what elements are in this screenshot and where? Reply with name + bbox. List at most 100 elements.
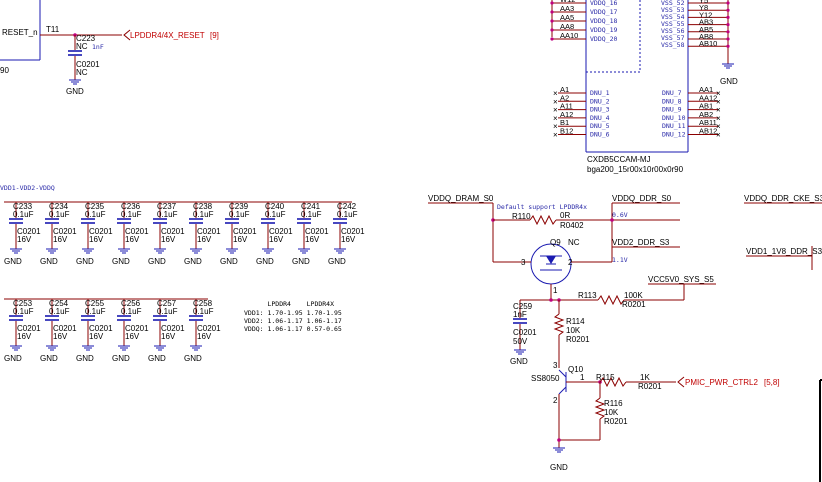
r115-ref: R115 xyxy=(596,373,615,382)
cap-voltage: 16V xyxy=(269,235,284,244)
junction xyxy=(550,1,554,5)
cap-ref: C253 xyxy=(13,299,33,308)
r113-ref: R113 xyxy=(578,291,597,300)
reset-port-label: LPDDR4/4X_RESET xyxy=(130,31,205,40)
junction xyxy=(610,218,614,222)
no-connect-icon: × xyxy=(553,114,558,123)
ic-pin-dnu-right: AA1 xyxy=(699,85,713,94)
cap-gnd-label: GND xyxy=(184,354,202,363)
cap-gnd-label: GND xyxy=(76,354,94,363)
left-cut-text: 90 xyxy=(0,66,9,75)
voltage-row-vdd1: VDD1: 1.70-1.95 1.70-1.95 xyxy=(244,309,342,317)
cap-package: C0201 xyxy=(161,324,185,333)
cap-voltage: 16V xyxy=(125,235,140,244)
r116-pkg: R0201 xyxy=(604,417,628,426)
cap-package: C0201 xyxy=(125,324,149,333)
cap-gnd-label: GND xyxy=(184,257,202,266)
r113-val: 100K xyxy=(624,291,643,300)
cap-gnd-label: GND xyxy=(112,354,130,363)
ic-pinname-left-top: VDDQ_19 xyxy=(590,26,617,34)
r110-resistor xyxy=(529,214,557,226)
cap-gnd-label: GND xyxy=(256,257,274,266)
reset-net-label: RESET_n xyxy=(2,28,38,37)
voltage-table: LPDDR4 LPDDR4X VDD1: 1.70-1.95 1.70-1.95… xyxy=(244,300,342,333)
vdd1-label: VDD1_1V8_DDR_S3 xyxy=(746,247,822,256)
cap-package: C0201 xyxy=(197,227,221,236)
v06-note: 0.6V xyxy=(612,211,628,219)
cap-gnd-label: GND xyxy=(40,257,58,266)
ic-pin-right-top: AB10 xyxy=(699,39,717,48)
ic-pinname-right-top: VSS_53 xyxy=(661,6,685,14)
cap-value: 0.1uF xyxy=(13,307,34,316)
junction xyxy=(550,28,554,32)
ic-pinname-right-top: VSS_52 xyxy=(661,0,685,7)
ic-pin-dnu-right: AB12 xyxy=(699,127,717,136)
junction xyxy=(726,23,730,27)
reset-port-page: [9] xyxy=(210,31,219,40)
ic-pin-dnu-right: AA12 xyxy=(699,93,717,102)
cap-ref: C236 xyxy=(121,202,141,211)
no-connect-icon: × xyxy=(716,131,721,140)
ic-pin-dnu-left: A12 xyxy=(560,110,573,119)
q10-part: SS8050 xyxy=(531,374,560,383)
r115-resistor xyxy=(599,376,627,388)
cap-voltage: 16V xyxy=(17,235,32,244)
ic-pin-left-top: AA10 xyxy=(560,31,578,40)
ic-pin-left-top: AA3 xyxy=(560,4,574,13)
ic-pin-right-top: AB8 xyxy=(699,32,713,41)
gnd-label: GND xyxy=(66,87,84,96)
ic-pinname-dnu-right: DNU_11 xyxy=(662,122,686,130)
voltage-row-vdd2: VDD2: 1.06-1.17 1.06-1.17 xyxy=(244,317,342,325)
junction xyxy=(726,8,730,12)
cap-voltage: 16V xyxy=(53,235,68,244)
cap-value: 0.1uF xyxy=(301,210,322,219)
ic-pinname-left-top: VDDQ_17 xyxy=(590,8,617,16)
q9-pin1: 1 xyxy=(553,286,558,295)
pmic-port-arrow xyxy=(677,376,685,388)
cap-ref: C255 xyxy=(85,299,105,308)
no-connect-icon: × xyxy=(716,114,721,123)
ic-pin-left-top: W12 xyxy=(560,0,575,4)
cap-package: C0201 xyxy=(17,227,41,236)
cap-value: 0.1uF xyxy=(229,210,250,219)
q9-body-diode xyxy=(546,256,556,264)
cap-ref: C239 xyxy=(229,202,249,211)
cap-ref: C241 xyxy=(301,202,321,211)
ic-pin-right-top: Y8 xyxy=(699,3,708,12)
cap-voltage: 16V xyxy=(161,235,176,244)
vdd2-label: VDD2_DDR_S3 xyxy=(612,238,670,247)
cap-gnd-label: GND xyxy=(40,354,58,363)
cap-voltage: 16V xyxy=(161,332,176,341)
ic-pinname-left-top: VDDQ_18 xyxy=(590,17,617,25)
main-gnd-label: GND xyxy=(550,463,568,472)
ic-pin-dnu-right: AB11 xyxy=(699,118,717,127)
q9-ref: Q9 xyxy=(550,238,561,247)
junction xyxy=(550,19,554,23)
c259-volt: 50V xyxy=(513,337,528,346)
junction xyxy=(549,298,553,302)
cap-package: C0201 xyxy=(269,227,293,236)
cap-package: C0201 xyxy=(53,227,77,236)
r115-val: 1K xyxy=(640,373,650,382)
ic-pin-right-top: Y12 xyxy=(699,10,712,19)
cap-ref: C235 xyxy=(85,202,105,211)
no-connect-icon: × xyxy=(553,106,558,115)
ic-pinname-dnu-right: DNU_10 xyxy=(662,114,686,122)
cap-ref: C240 xyxy=(265,202,285,211)
vddq-cke-label: VDDQ_DDR_CKE_S3 xyxy=(744,194,822,203)
q9-val: NC xyxy=(568,238,580,247)
voltage-table-header: LPDDR4 LPDDR4X xyxy=(244,300,334,308)
v11-note: 1.1V xyxy=(612,256,628,264)
cap-gnd-label: GND xyxy=(292,257,310,266)
cap-package: C0201 xyxy=(341,227,365,236)
no-connect-icon: × xyxy=(716,97,721,106)
ic-pin-right-top: Y5 xyxy=(699,0,708,5)
cap-gnd-label: GND xyxy=(328,257,346,266)
q10-collector xyxy=(558,369,567,378)
ic-pinname-left-top: VDDQ_20 xyxy=(590,35,617,43)
junction xyxy=(726,44,730,48)
cap-ref: C234 xyxy=(49,202,69,211)
t11-label: T11 xyxy=(46,25,60,34)
vddq-ddr-label: VDDQ_DDR_S0 xyxy=(612,194,672,203)
